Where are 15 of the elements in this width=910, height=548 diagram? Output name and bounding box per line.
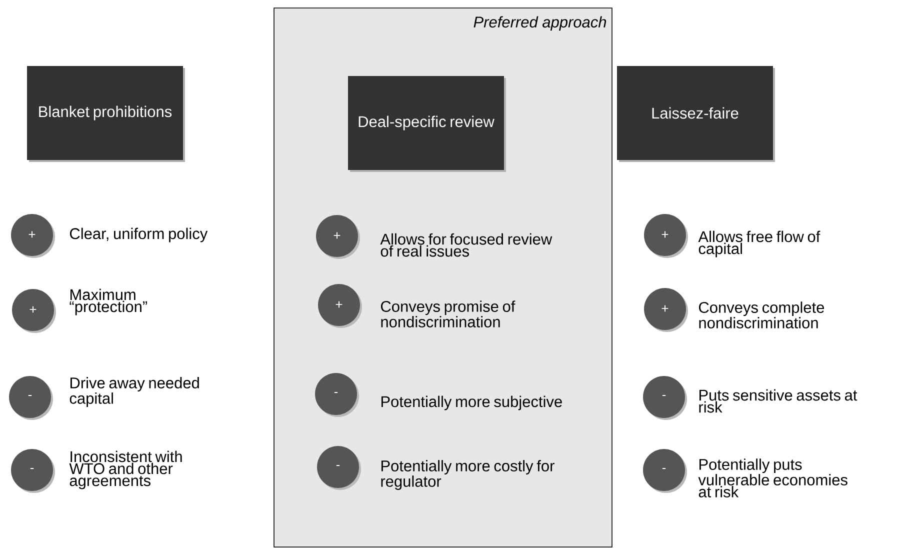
description-text: Drive away needed capital (70, 377, 199, 407)
heading-box: Blanket prohibitions (27, 66, 185, 162)
description-text: Maximum “protection” (70, 288, 148, 316)
description-text: Puts sensitive assets at risk (699, 389, 858, 413)
description-text: Potentially more subjective (381, 396, 562, 410)
description-text: Conveys complete nondiscrimination (699, 302, 824, 328)
description-text: Allows free flow of capital (698, 230, 820, 258)
description-text: Allows for focused review of real issues (380, 233, 552, 257)
description-text: Inconsistent with WTO and other agreements (69, 450, 182, 490)
description-text: Clear, uniform policy (70, 228, 208, 242)
heading-box: Laissez-faire (617, 66, 775, 162)
description-text: Potentially more costly for regulator (381, 460, 554, 490)
heading-box: Deal-specific review (348, 76, 506, 172)
description-text: Potentially puts vulnerable economies at risk (698, 458, 848, 498)
description-text: Conveys promise of nondiscrimination (381, 300, 516, 328)
